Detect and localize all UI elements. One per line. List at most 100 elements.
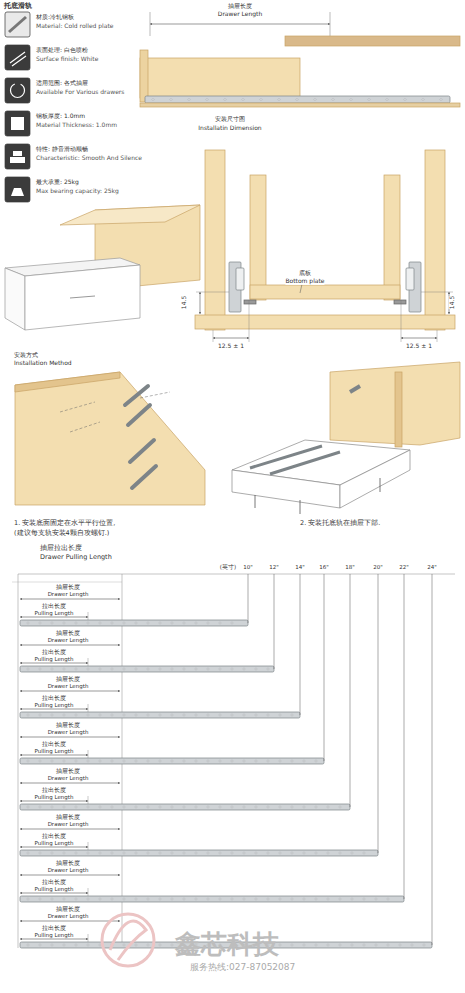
rail-hole [171, 760, 173, 762]
label: 14.5 [449, 296, 456, 309]
slide-rail [20, 666, 274, 672]
rail-hole [351, 944, 353, 946]
label: 22" [399, 564, 409, 570]
rail-hole [99, 944, 101, 946]
rail-hole [279, 898, 281, 900]
label: Drawer Length [48, 867, 89, 873]
rail-hole [279, 760, 281, 762]
screw [255, 478, 380, 514]
dimension-line [20, 617, 88, 618]
spec-icon [5, 144, 30, 169]
rail-hole [255, 852, 257, 854]
title: 托底滑轨 [4, 2, 32, 10]
drawer-side [250, 175, 266, 300]
rail-hole [135, 622, 137, 624]
dimension-line [20, 921, 120, 922]
icon-glyph [11, 84, 25, 98]
label: Surface finish: White [36, 56, 98, 63]
rail-hole [51, 898, 53, 900]
rail-hole [242, 99, 244, 101]
rail-hole [219, 760, 221, 762]
rail-hole [63, 668, 65, 670]
rail-hole [159, 622, 161, 624]
label: 抽屉长度 [56, 906, 80, 912]
label: 18" [345, 564, 355, 570]
label: 抽屉长度 [228, 3, 252, 10]
column-line [350, 574, 351, 807]
rail-hole [303, 806, 305, 808]
rail-hole [171, 668, 173, 670]
rail-hole [315, 944, 317, 946]
label: Drawer Length [48, 775, 89, 781]
rail-hole [267, 898, 269, 900]
spec-icon [5, 78, 30, 103]
label: 抽屉长度 [56, 860, 80, 866]
rail-hole [243, 668, 245, 670]
rail-hole [195, 852, 197, 854]
rail-hole [87, 668, 89, 670]
icon-glyph [11, 188, 24, 196]
rail-hole [75, 760, 77, 762]
rail-hole [279, 714, 281, 716]
rail-hole [260, 99, 262, 101]
rail-hole [27, 622, 29, 624]
drawer-front [140, 50, 148, 102]
rail-hole [183, 806, 185, 808]
label: 表面处理: 白色喷粉 [36, 47, 88, 54]
rail-hole [159, 760, 161, 762]
rail-hole [39, 852, 41, 854]
label: Pulling Length [35, 794, 74, 800]
rail-hole [440, 99, 442, 101]
rail-hole [279, 944, 281, 946]
label: Pulling Length [35, 656, 74, 662]
label: 14.5 [181, 296, 188, 309]
column-line [378, 574, 379, 853]
icon-glyph [10, 52, 26, 66]
label: 特性: 静音滑动顺畅 [36, 146, 88, 153]
rail-hole [278, 99, 280, 101]
label: 安装尺寸图 [215, 116, 245, 123]
label: 抽屉长度 [56, 676, 80, 682]
label: 12.5 ± 1 [218, 343, 244, 350]
dimension-line [213, 330, 214, 342]
rail-hole [99, 760, 101, 762]
frame-line [12, 582, 122, 583]
rail-hole [327, 944, 329, 946]
guide-line [60, 392, 170, 432]
rail-hole [171, 806, 173, 808]
rail-hole [159, 668, 161, 670]
rail-hole [39, 622, 41, 624]
rail-hole [207, 852, 209, 854]
dimension-line [20, 783, 120, 784]
rail-hole [111, 852, 113, 854]
cabinet-side [425, 150, 445, 330]
rail-hole [339, 944, 341, 946]
drawer-front [25, 265, 140, 330]
rail-hole [423, 944, 425, 946]
rail-hole [27, 852, 29, 854]
rail-hole [39, 760, 41, 762]
rail-hole [267, 806, 269, 808]
label: 20" [373, 564, 383, 570]
rail-hole [219, 668, 221, 670]
rail-hole [135, 944, 137, 946]
rail-hole [255, 760, 257, 762]
icon-glyph [10, 52, 26, 66]
label: 16" [319, 564, 329, 570]
rail-hole [147, 806, 149, 808]
label: 抽屉长度 [56, 768, 80, 774]
cabinet-top [60, 205, 200, 225]
rail-hole [159, 944, 161, 946]
label: (建议每支轨安装4颗自攻螺钉.) [14, 530, 109, 537]
frame-line [18, 574, 19, 948]
rail-hole [87, 622, 89, 624]
rail-hole [111, 898, 113, 900]
rail-hole [123, 622, 125, 624]
rail-hole [111, 714, 113, 716]
rail-hole [123, 944, 125, 946]
rail-hole [231, 852, 233, 854]
label: 14" [295, 564, 305, 570]
rail-hole [75, 668, 77, 670]
rail-hole [375, 898, 377, 900]
label: 拉出长度 [42, 741, 66, 747]
